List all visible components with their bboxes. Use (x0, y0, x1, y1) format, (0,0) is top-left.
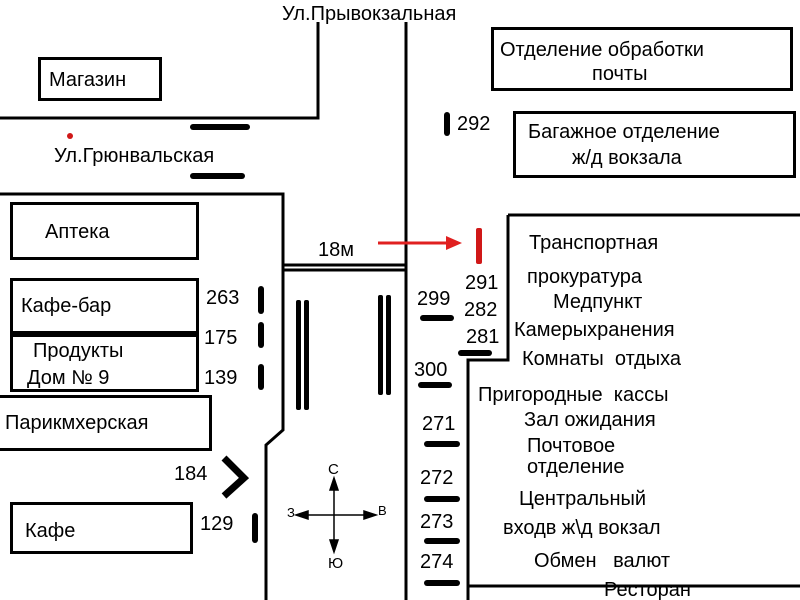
place-house-label: Дом № 9 (27, 367, 110, 389)
place-barber-label: Парикмхерская (5, 412, 149, 434)
stop-281: 281 (466, 326, 500, 348)
marker-271 (424, 441, 460, 447)
facility-suburban-tickets: Пригородные кассы (478, 384, 669, 406)
place-groceries-label: Продукты (33, 340, 124, 362)
stop-139: 139 (204, 367, 238, 389)
place-post-processing-label-2: почты (592, 63, 648, 85)
place-cafe-bar: Кафе-бар (10, 278, 199, 334)
stop-272: 272 (420, 467, 454, 489)
stop-273: 273 (420, 511, 454, 533)
marker-184-chevron (221, 455, 250, 499)
facility-medical: Медпункт (553, 291, 643, 313)
street-label-west: Ул.Грюнвальская (54, 145, 215, 167)
facility-post-office-1: Почтовое (527, 435, 616, 457)
place-shop: Магазин (38, 57, 162, 101)
stop-184: 184 (174, 463, 208, 485)
stop-291: 291 (465, 272, 499, 294)
marker-139 (258, 364, 264, 390)
compass-east: В (378, 503, 387, 518)
place-post-processing: Отделение обработки почты (491, 27, 793, 91)
stop-274: 274 (420, 551, 454, 573)
compass-south: Ю (328, 555, 344, 572)
street-lines (0, 22, 800, 600)
facility-rest-rooms: Комнаты отдыха (522, 348, 682, 370)
place-baggage-label-2: ж/д вокзала (572, 147, 682, 169)
marker-299 (420, 315, 454, 321)
facility-central-2: входв ж\д вокзал (503, 517, 661, 539)
marker-272 (424, 496, 460, 502)
marker-273 (424, 538, 460, 544)
place-cafe-label: Кафе (25, 520, 76, 542)
station-outline (466, 215, 510, 600)
stop-282: 282 (464, 299, 498, 321)
facility-storage: Камерыхранения (514, 319, 675, 341)
street-block-top (0, 192, 285, 600)
facility-central-1: Центральный (519, 488, 647, 510)
distance-label: 18м (318, 239, 354, 261)
stop-300: 300 (414, 359, 448, 381)
marker-263 (258, 286, 264, 314)
place-baggage: Багажное отделение ж/д вокзала (513, 111, 796, 178)
marker-175 (258, 322, 264, 348)
street-north-west-edge (0, 22, 320, 120)
facility-transport: Транспортная (529, 232, 659, 254)
place-shop-label: Магазин (49, 69, 127, 91)
compass-west: З (287, 505, 295, 520)
location-dot (67, 133, 73, 139)
stop-271: 271 (422, 413, 456, 435)
marker-street-1 (190, 124, 250, 130)
marker-129 (252, 513, 258, 543)
compass-rose (293, 475, 379, 555)
stop-292: 292 (457, 113, 491, 135)
facility-prosecutor: прокуратура (527, 266, 643, 288)
marker-street-2 (190, 173, 245, 179)
place-cafe-bar-label: Кафе-бар (21, 295, 112, 317)
stop-129: 129 (200, 513, 234, 535)
distance-arrow (378, 236, 462, 250)
stop-175: 175 (204, 327, 238, 349)
place-pharmacy: Аптека (10, 202, 199, 260)
stop-299: 299 (417, 288, 451, 310)
target-marker (476, 228, 482, 264)
place-pharmacy-label: Аптека (45, 221, 110, 243)
place-baggage-label-1: Багажное отделение (528, 121, 720, 143)
facility-restaurant: Ресторан (604, 579, 691, 600)
stop-263: 263 (206, 287, 240, 309)
marker-274 (424, 580, 460, 586)
place-cafe: Кафе (10, 502, 193, 554)
marker-292 (444, 112, 450, 136)
marker-300 (418, 382, 452, 388)
facility-waiting-hall: Зал ожидания (524, 409, 656, 431)
place-groceries-house: Продукты Дом № 9 (10, 334, 199, 392)
marker-281 (458, 350, 492, 356)
compass-north: С (328, 461, 339, 478)
place-barber: Парикмхерская (0, 395, 212, 451)
place-post-processing-label-1: Отделение обработки (500, 39, 704, 61)
street-label-north: Ул.Прывокзальная (282, 3, 457, 25)
facility-post-office-2: отделение (527, 456, 625, 478)
facility-currency: Обмен валют (534, 550, 671, 572)
stop-markers (190, 112, 492, 586)
